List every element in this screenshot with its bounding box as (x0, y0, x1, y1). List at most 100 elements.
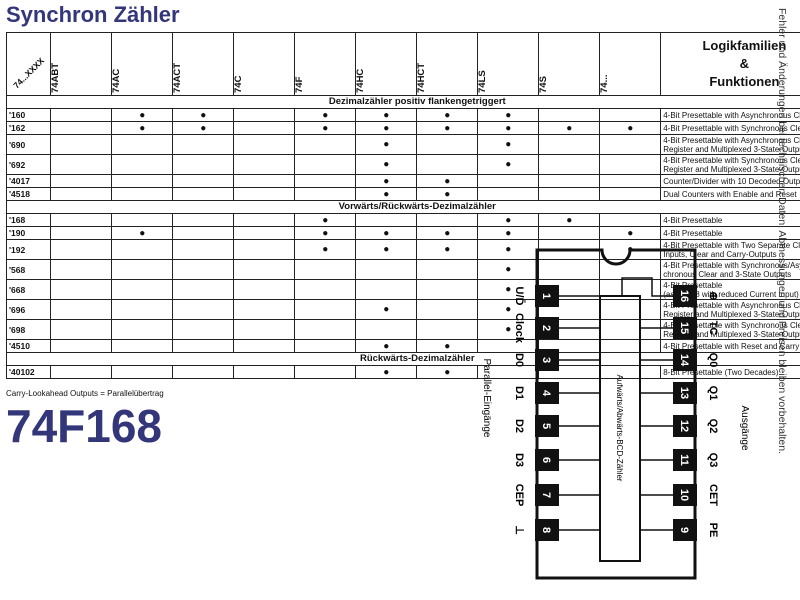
availability-dot: ● (172, 121, 235, 135)
pin-box (535, 382, 559, 404)
table-row: '690●●4-Bit Presettable with Asynchronou… (5, 134, 800, 155)
empty-cell (599, 134, 662, 155)
empty-cell (233, 319, 296, 340)
table-row: '162●●●●●●●●4-Bit Presettable with Synch… (5, 121, 800, 135)
empty-cell (416, 213, 479, 227)
table-row: '190●●●●●●4-Bit Presettable (5, 226, 800, 240)
empty-cell (233, 299, 296, 320)
table-row: '160●●●●●●4-Bit Presettable with Asynchr… (5, 108, 800, 122)
empty-cell (294, 187, 357, 201)
pin-label: Q3 (707, 453, 719, 468)
availability-dot: ● (538, 213, 601, 227)
part-code: '690 (5, 134, 52, 155)
section-title: Dezimalzähler positiv flankengetriggert (6, 95, 800, 109)
empty-cell (50, 174, 113, 188)
part-code: '40102 (5, 365, 52, 379)
empty-cell (233, 121, 296, 135)
pin-box (673, 519, 697, 541)
empty-cell (599, 174, 662, 188)
part-code: '668 (5, 279, 52, 300)
empty-cell (172, 226, 235, 240)
empty-cell (294, 279, 357, 300)
side-disclaimer: Fehler und Änderungen bei technischen Da… (770, 8, 798, 598)
empty-cell (50, 121, 113, 135)
pin-number: 9 (678, 527, 690, 533)
page-title: Synchron Zähler (6, 2, 180, 27)
availability-dot: ● (111, 226, 174, 240)
empty-cell (538, 108, 601, 122)
pin-label: D3 (513, 453, 525, 467)
availability-dot: ● (294, 121, 357, 135)
empty-cell (50, 259, 113, 280)
family-header: 74HCT (416, 32, 479, 96)
empty-cell (111, 134, 174, 155)
empty-cell (294, 299, 357, 320)
empty-cell (111, 339, 174, 353)
empty-cell (355, 213, 418, 227)
empty-cell (294, 259, 357, 280)
part-code: '168 (5, 213, 52, 227)
empty-cell (111, 299, 174, 320)
empty-cell (172, 339, 235, 353)
family-header: 74... (599, 32, 662, 96)
empty-cell (233, 279, 296, 300)
pin-box (673, 484, 697, 506)
pin-number: 11 (678, 454, 690, 466)
empty-cell (233, 339, 296, 353)
empty-cell (294, 134, 357, 155)
pin-box (673, 449, 697, 471)
family-header: 74S (538, 32, 601, 96)
empty-cell (50, 213, 113, 227)
pin-label: U/D̄ (513, 287, 525, 306)
ic-body (535, 248, 697, 580)
availability-dot: ● (355, 108, 418, 122)
empty-cell (538, 174, 601, 188)
empty-cell (355, 319, 418, 340)
empty-cell (50, 365, 113, 379)
table-row: '4017●●Counter/Divider with 10 Decoded O… (5, 174, 800, 188)
pin-label: CET (707, 484, 719, 506)
pin-box (535, 415, 559, 437)
availability-dot: ● (355, 154, 418, 175)
availability-dot: ● (355, 239, 418, 260)
empty-cell (172, 174, 235, 188)
pin-number: 1 (540, 293, 552, 299)
pin-box (535, 449, 559, 471)
pin-number: 4 (540, 390, 552, 397)
part-code: '162 (5, 121, 52, 135)
pin-number: 2 (540, 325, 552, 331)
empty-cell (599, 187, 662, 201)
empty-cell (172, 213, 235, 227)
pin-number: 3 (540, 357, 552, 363)
pin-label: Clock (513, 313, 525, 344)
availability-dot: ● (538, 121, 601, 135)
part-code: '698 (5, 319, 52, 340)
empty-cell (111, 187, 174, 201)
ic-pinout-diagram: Aufwärts/Abwärts-BCD-Zähler 1 U/D̄ 2 Clock 3D… (481, 248, 750, 580)
empty-cell (233, 154, 296, 175)
table-row: '568●4-Bit Presettable with Synchronous/… (5, 259, 800, 280)
empty-cell (172, 154, 235, 175)
pin-box (535, 349, 559, 371)
empty-cell (50, 187, 113, 201)
counter-block-label: Aufwärts/Abwärts-BCD-Zähler (615, 374, 624, 481)
availability-dot: ● (355, 121, 418, 135)
empty-cell (538, 154, 601, 175)
empty-cell (416, 154, 479, 175)
table-corner-label: 74...XXXX (5, 32, 52, 96)
empty-cell (111, 365, 174, 379)
empty-cell (294, 174, 357, 188)
empty-cell (599, 213, 662, 227)
empty-cell (599, 108, 662, 122)
pin-box (673, 349, 697, 371)
availability-dot: ● (111, 108, 174, 122)
table-row: '168●●●4-Bit Presettable (5, 213, 800, 227)
empty-cell (294, 319, 357, 340)
availability-dot: ● (416, 187, 479, 201)
empty-cell (172, 187, 235, 201)
empty-cell (111, 279, 174, 300)
right-group-label: Ausgänge (739, 405, 750, 450)
part-code: '692 (5, 154, 52, 175)
pin-label: D1 (513, 386, 525, 400)
